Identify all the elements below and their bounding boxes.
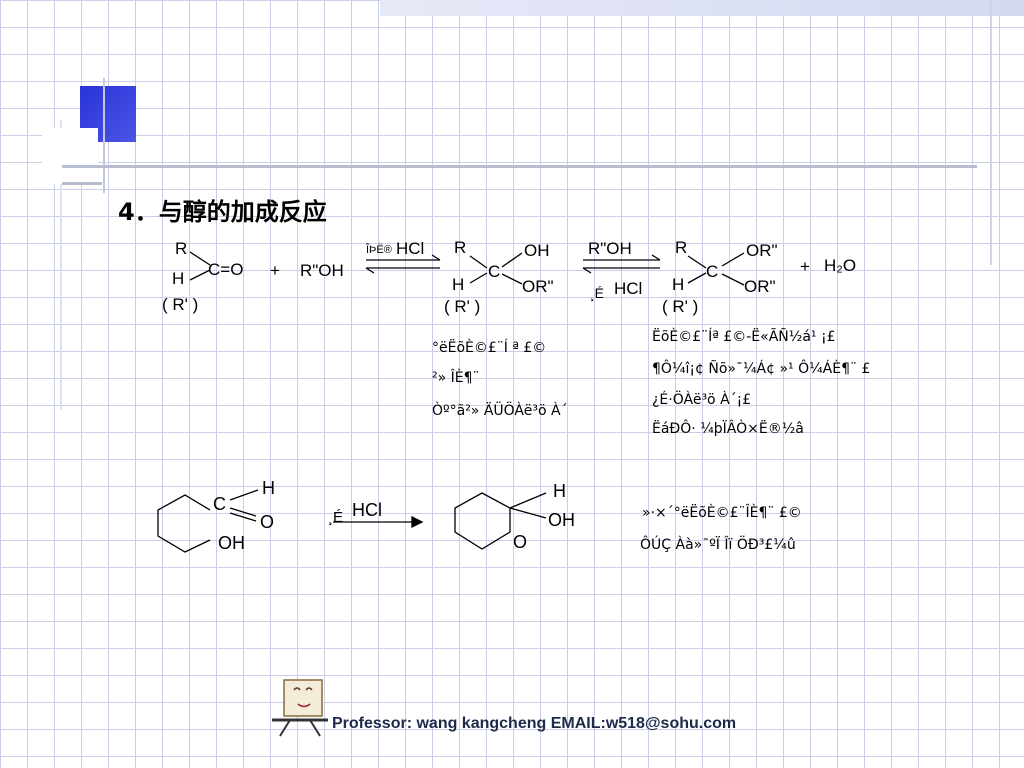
- footer-credit: Professor: wang kangcheng EMAIL:w518@soh…: [332, 715, 737, 732]
- condition1-garbled: ÎÞË®: [365, 243, 392, 256]
- title-underline-rule: [62, 165, 977, 168]
- cyclic-note-2: ÔÚÇ Àà»¯ºÏ Îï ÖÐ³£¼û: [640, 537, 796, 553]
- aldehyde-alt-group: ( R' ): [162, 295, 198, 314]
- acetal-note-4: ËáÐÔ· ¼þÏÂÒ×Ë®½â: [652, 421, 804, 437]
- acetal-or-bottom: OR": [744, 277, 776, 296]
- cyclization-reactant-h: H: [262, 478, 275, 498]
- hemiacetal-note-3: Òº°ã²» ÄÜÖÀë³ö À´: [432, 403, 568, 419]
- bond-h-c: [189, 269, 211, 281]
- section-heading: 4．与醇的加成反应: [118, 198, 327, 226]
- top-decor-band: [380, 0, 1024, 16]
- hemiacetal-or: OR": [522, 277, 554, 296]
- hemiacetal-h: H: [452, 275, 464, 294]
- plus-sign-2: +: [800, 257, 810, 276]
- acetal-note-3: ¿É·ÖÀë³ö À´¡£: [652, 392, 752, 408]
- hemiacetal-alt-group: ( R' ): [444, 297, 480, 316]
- cyclization-product-o: O: [513, 532, 527, 552]
- acetal-alt-group: ( R' ): [662, 297, 698, 316]
- bond-r-c: [189, 251, 211, 266]
- hemiacetal-c: C: [488, 262, 500, 281]
- acetal-or-top: OR": [746, 241, 778, 260]
- hemiacetal-note-1: °ëËõÈ©£¨Í ª £©: [432, 340, 547, 356]
- aldehyde-h: H: [172, 269, 184, 288]
- condition1-reagent: HCl: [396, 239, 424, 258]
- chain-skeleton: [157, 494, 211, 553]
- hemiacetal-oh: OH: [524, 241, 550, 260]
- left-decor-rule: [103, 78, 105, 193]
- cyclization-product-h: H: [553, 481, 566, 501]
- water-product: H₂O: [824, 256, 856, 275]
- cyclization-cond-garbled: ¸É: [328, 509, 343, 526]
- professor-mascot-icon: [272, 679, 328, 737]
- condition2-garbled: ¸É: [590, 285, 604, 301]
- right-decor-rule: [990, 0, 992, 265]
- aldehyde-carbonyl: C=O: [208, 260, 243, 279]
- cyclization-reactant-oh: OH: [218, 533, 245, 553]
- title-underline-stub: [62, 182, 102, 185]
- alcohol-reagent: R"OH: [300, 261, 344, 280]
- cyclic-note-1: »·×´°ëËõÈ©£¨ÎÈ¶¨ £©: [642, 505, 802, 521]
- cyclization-reactant-c: C: [213, 494, 226, 514]
- hemiacetal-note-2: ²» ÎÈ¶¨: [432, 370, 480, 386]
- aldehyde-r: R: [175, 239, 187, 258]
- cyclization-cond-reagent: HCl: [352, 500, 382, 520]
- plus-sign-1: +: [270, 261, 280, 280]
- acetal-h: H: [672, 275, 684, 294]
- acetal-r: R: [675, 238, 687, 257]
- acetal-note-1: ËõÈ©£¨Íª £©-Ë«ÃÑ½á¹ ¡£: [652, 329, 836, 345]
- condition2-reagent: HCl: [614, 279, 642, 298]
- decor-white-square: [42, 128, 98, 184]
- cyclization-product-oh: OH: [548, 510, 575, 530]
- cyclization-reactant-o: O: [260, 512, 274, 532]
- acetal-note-2: ¶Ô¼î¡¢ Ñõ»¯¼Á¢ »¹ Ô­¼ÁÈ¶¨ £: [652, 361, 871, 377]
- hemiacetal-r: R: [454, 238, 466, 257]
- acetal-c: C: [706, 262, 718, 281]
- condition2-alcohol: R"OH: [588, 239, 632, 258]
- left-decor-rule-faint: [60, 120, 62, 410]
- pyran-ring: [454, 492, 511, 550]
